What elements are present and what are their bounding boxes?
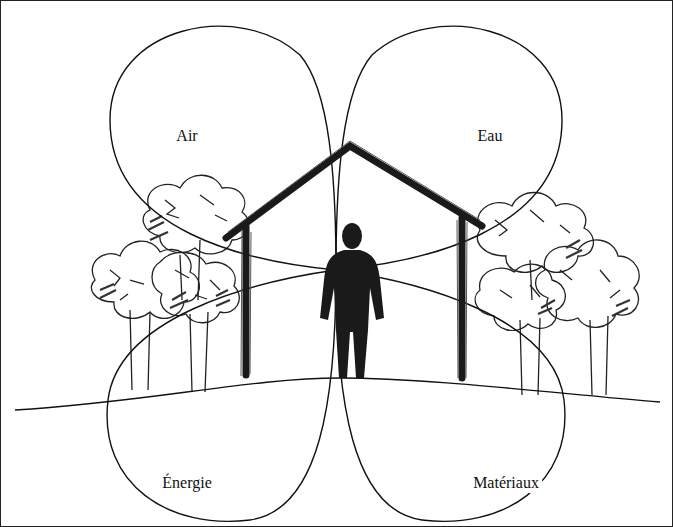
petal-curves [107,26,565,521]
house-sketch [228,141,480,378]
trees-right [475,193,639,396]
region-label: Matériaux [470,473,542,493]
trees-left-shade [100,216,230,308]
region-label: Eau [475,126,506,146]
region-label: Air [173,126,200,146]
ground-line [15,378,660,410]
trees-left [91,175,248,392]
house [226,146,482,378]
region-label: Énergie [159,473,214,493]
person [320,223,384,378]
trees-right-shade [538,240,630,316]
